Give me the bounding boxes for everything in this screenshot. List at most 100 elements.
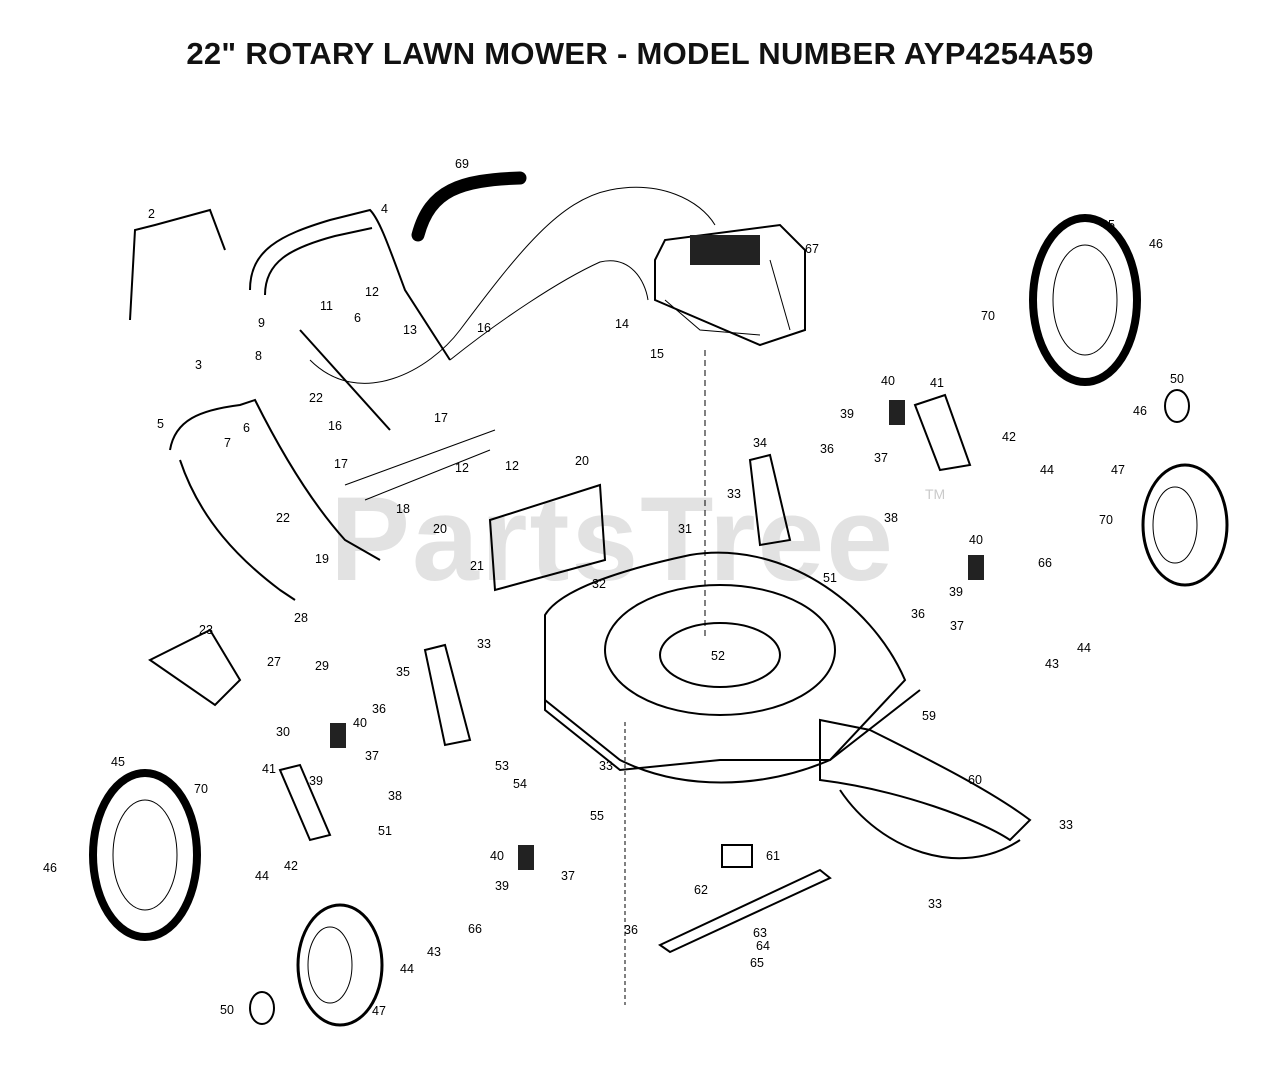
- bracket-34: [748, 453, 792, 547]
- rear-flap: [488, 483, 607, 592]
- callout-40: 40: [969, 533, 983, 547]
- callout-65: 65: [750, 956, 764, 970]
- callout-62: 62: [694, 883, 708, 897]
- callout-27: 27: [267, 655, 281, 669]
- callout-38: 38: [884, 511, 898, 525]
- callout-5: 5: [157, 417, 164, 431]
- callout-15: 15: [650, 347, 664, 361]
- callout-47: 47: [372, 1004, 386, 1018]
- bail-control: [129, 208, 226, 321]
- callout-50: 50: [1170, 372, 1184, 386]
- callout-16: 16: [328, 419, 342, 433]
- callout-20: 20: [575, 454, 589, 468]
- cable-loop: [449, 260, 649, 361]
- callout-70: 70: [1099, 513, 1113, 527]
- callout-37: 37: [561, 869, 575, 883]
- callout-21: 21: [470, 559, 484, 573]
- callout-59: 59: [922, 709, 936, 723]
- callout-22: 22: [309, 391, 323, 405]
- grip-69: [411, 171, 527, 242]
- callout-37: 37: [950, 619, 964, 633]
- callout-39: 39: [309, 774, 323, 788]
- callout-45: 45: [111, 755, 125, 769]
- callout-44: 44: [400, 962, 414, 976]
- callout-31: 31: [678, 522, 692, 536]
- diagram-title: 22" ROTARY LAWN MOWER - MODEL NUMBER AYP…: [186, 36, 1094, 71]
- callout-28: 28: [294, 611, 308, 625]
- callout-44: 44: [1040, 463, 1054, 477]
- callout-70: 70: [981, 309, 995, 323]
- callout-43: 43: [427, 945, 441, 959]
- callout-12: 12: [505, 459, 519, 473]
- callout-41: 41: [262, 762, 276, 776]
- callout-3: 3: [195, 358, 202, 372]
- wheel-47-bottom: [296, 903, 384, 1027]
- callout-4: 4: [381, 202, 388, 216]
- watermark: PartsTree: [330, 472, 896, 606]
- watermark-trademark: TM: [925, 486, 946, 502]
- callout-51: 51: [823, 571, 837, 585]
- callout-70: 70: [194, 782, 208, 796]
- bracket-35: [423, 643, 472, 747]
- callout-50: 50: [220, 1003, 234, 1017]
- callout-14: 14: [615, 317, 629, 331]
- callout-61: 61: [766, 849, 780, 863]
- bracket-41-left: [278, 763, 332, 842]
- callout-42: 42: [284, 859, 298, 873]
- callout-30: 30: [276, 725, 290, 739]
- callout-8: 8: [255, 349, 262, 363]
- callout-34: 34: [753, 436, 767, 450]
- wheel-45-bottom-left: [89, 769, 201, 941]
- callout-13: 13: [403, 323, 417, 337]
- callout-35: 35: [396, 665, 410, 679]
- engine: [654, 223, 806, 347]
- callout-54: 54: [513, 777, 527, 791]
- callout-47: 47: [1111, 463, 1125, 477]
- callout-63: 63: [753, 926, 767, 940]
- callout-12: 12: [365, 285, 379, 299]
- lever-40-bottom: [518, 845, 534, 870]
- callout-33: 33: [1059, 818, 1073, 832]
- callout-40: 40: [881, 374, 895, 388]
- callout-40: 40: [353, 716, 367, 730]
- callout-16: 16: [477, 321, 491, 335]
- callout-23: 23: [199, 623, 213, 637]
- callout-29: 29: [315, 659, 329, 673]
- callout-labels: 2 4 69 3 5 6 6 7 8 9 11 12 12 12 13 14 1…: [43, 157, 1184, 1018]
- callout-17: 17: [334, 457, 348, 471]
- callout-53: 53: [495, 759, 509, 773]
- callout-43: 43: [1045, 657, 1059, 671]
- callout-20: 20: [433, 522, 447, 536]
- callout-11: 11: [320, 299, 333, 313]
- lever-40-right-lower: [968, 555, 984, 580]
- callout-37: 37: [874, 451, 888, 465]
- callout-40: 40: [490, 849, 504, 863]
- callout-17: 17: [434, 411, 448, 425]
- callout-22: 22: [276, 511, 290, 525]
- callout-39: 39: [495, 879, 509, 893]
- callout-7: 7: [224, 436, 231, 450]
- upper-handle: [249, 208, 451, 431]
- callout-2: 2: [148, 207, 155, 221]
- lower-handle: [169, 398, 381, 601]
- callout-42: 42: [1002, 430, 1016, 444]
- callout-37: 37: [365, 749, 379, 763]
- callout-66: 66: [468, 922, 482, 936]
- callout-33: 33: [727, 487, 741, 501]
- hubcap-50-right: [1164, 389, 1190, 423]
- callout-67: 67: [805, 242, 819, 256]
- callout-45: 45: [1101, 218, 1115, 232]
- callout-6: 6: [243, 421, 250, 435]
- callout-69: 69: [455, 157, 469, 171]
- chute-deflector: [148, 628, 242, 707]
- callout-38: 38: [388, 789, 402, 803]
- callout-39: 39: [840, 407, 854, 421]
- throttle-cable: [309, 186, 716, 384]
- callout-33: 33: [928, 897, 942, 911]
- callout-36: 36: [624, 923, 638, 937]
- callout-33: 33: [599, 759, 613, 773]
- lever-40-left: [330, 723, 346, 748]
- wheel-45-top-right: [1029, 214, 1141, 386]
- callout-64: 64: [756, 939, 770, 953]
